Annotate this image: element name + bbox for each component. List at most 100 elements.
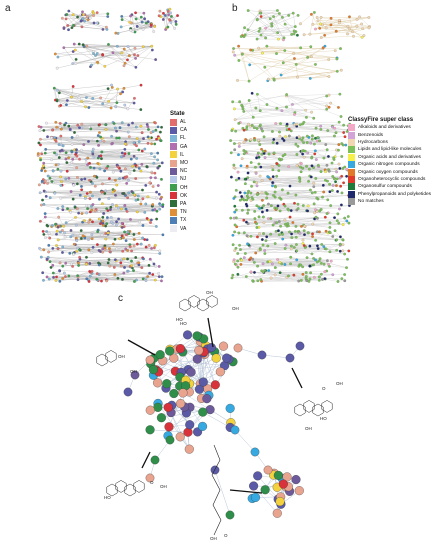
network-a-node (146, 195, 150, 199)
network-b-node (324, 170, 327, 174)
network-b-node (329, 204, 333, 207)
network-b-node (324, 178, 327, 182)
network-b-node (230, 276, 234, 280)
network-a-node (83, 177, 87, 181)
state-legend-label: NJ (180, 176, 187, 183)
classyfire-legend-swatch (348, 161, 355, 169)
network-b-edge (275, 180, 326, 187)
network-b-edge (319, 260, 347, 268)
network-a-node (70, 26, 74, 30)
network-b-edge (244, 12, 261, 28)
network-b-edge (281, 64, 316, 76)
network-a-node (111, 203, 114, 206)
network-b-node (337, 106, 340, 109)
network-b-node (242, 152, 246, 156)
network-a-node (64, 221, 68, 225)
network-b-node (269, 204, 273, 208)
network-a-edge (40, 155, 124, 159)
network-a-node (101, 182, 104, 186)
network-a-node (122, 236, 125, 240)
network-a-node (104, 232, 108, 235)
network-b-node (267, 152, 271, 156)
network-a-edge (38, 149, 46, 154)
network-b-node (258, 27, 262, 30)
network-b-node (278, 12, 281, 15)
network-c-node (165, 435, 175, 445)
network-b-node (236, 259, 240, 263)
network-a-edge (43, 204, 92, 211)
network-b-node (340, 142, 344, 145)
network-a-node (59, 134, 63, 138)
network-a-node (54, 139, 58, 143)
network-a-node (174, 22, 178, 26)
network-b-node (271, 223, 275, 227)
network-b-node (304, 271, 308, 274)
network-a-node (80, 212, 84, 215)
network-b-edge (244, 153, 280, 160)
network-b-node (342, 181, 345, 185)
network-b-node (242, 218, 246, 222)
network-b-node (246, 191, 250, 195)
network-b-node (326, 198, 330, 202)
network-b-node (245, 127, 248, 131)
network-a-node (132, 154, 136, 158)
network-b-node (315, 196, 319, 200)
network-a-edge (132, 23, 152, 32)
network-b-edge (257, 94, 296, 113)
network-b-node (299, 22, 302, 26)
classyfire-legend-row: Alkaloids and derivatives (348, 124, 431, 132)
network-a-node (61, 229, 64, 232)
network-b-node (328, 226, 332, 229)
network-a-edge (74, 244, 152, 249)
network-b-node (251, 279, 254, 282)
network-b-edge (247, 10, 261, 30)
network-b-node (273, 195, 277, 199)
network-b-node (325, 148, 329, 152)
classyfire-legend-row: Hydrocarbons (348, 138, 431, 146)
network-a-node (141, 197, 145, 201)
network-a-node (74, 216, 78, 219)
network-b-node (290, 232, 293, 236)
network-b-node (238, 100, 242, 104)
network-c-node (155, 350, 165, 360)
network-b-node (260, 127, 263, 131)
network-a-edge (131, 259, 151, 266)
network-c-node (285, 353, 295, 363)
network-b-node (253, 138, 256, 142)
network-b-node (275, 162, 279, 166)
network-a-edge (54, 87, 80, 98)
network-b-node (253, 271, 256, 274)
network-a-node (95, 176, 99, 179)
network-b-node (249, 48, 252, 52)
network-a-node (156, 151, 160, 155)
network-b-node (270, 262, 274, 266)
network-a-node (83, 236, 87, 240)
callout-line (229, 489, 263, 494)
network-b-node (307, 179, 310, 183)
network-a-edge (41, 256, 143, 259)
network-b-node (265, 235, 269, 239)
network-a-node (96, 243, 99, 246)
network-b-node (360, 22, 364, 26)
network-b-node (278, 157, 281, 161)
network-b-edge (238, 60, 329, 77)
network-a-node (86, 156, 90, 160)
network-a-node (126, 58, 129, 62)
network-a-node (139, 198, 143, 202)
network-a-node (170, 15, 173, 18)
network-a-node (59, 184, 63, 187)
network-b-node (243, 33, 247, 37)
network-b-node (312, 263, 315, 267)
network-a-edge (71, 96, 82, 102)
network-b-edge (275, 178, 300, 187)
network-c-edge (253, 485, 278, 514)
network-a-node (55, 244, 58, 247)
network-b-node (336, 212, 340, 216)
network-a-node (139, 83, 143, 87)
network-a-node (107, 258, 111, 261)
network-b-node (265, 103, 269, 106)
state-legend-swatch (170, 225, 177, 233)
network-b-node (327, 105, 331, 109)
network-b-node (234, 246, 238, 250)
network-a-edge (45, 191, 55, 194)
